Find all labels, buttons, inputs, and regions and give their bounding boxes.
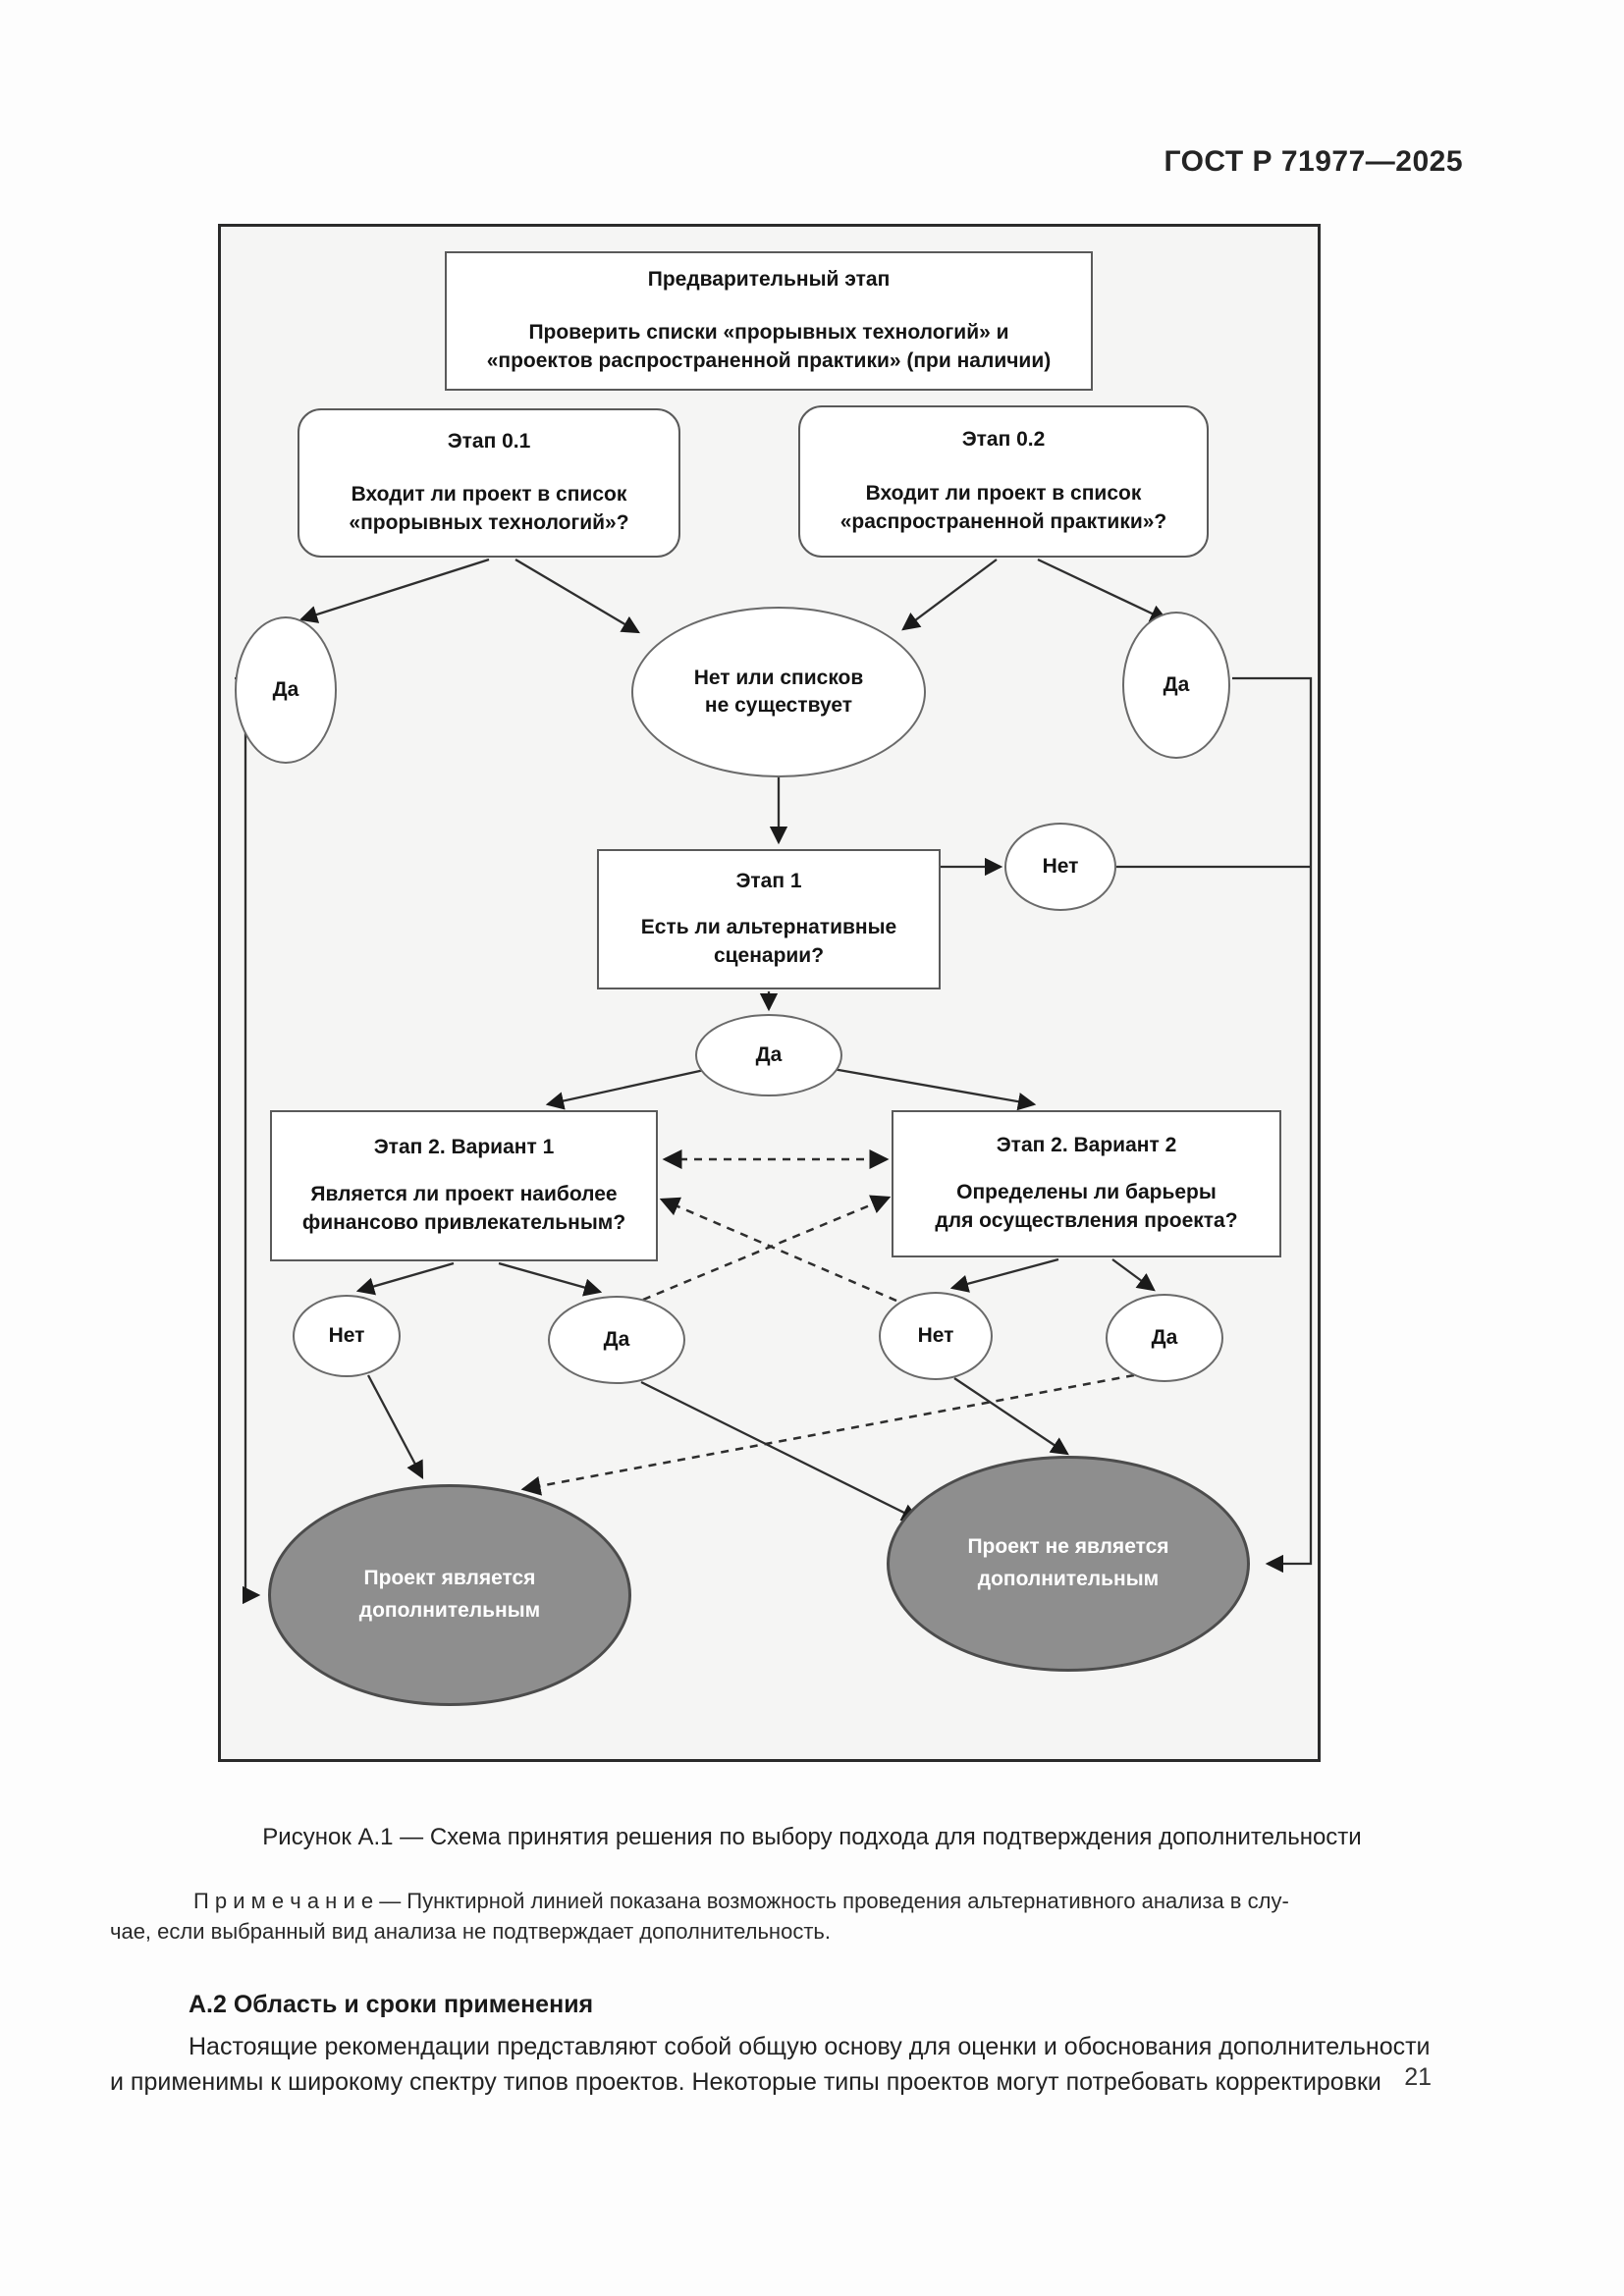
rail-yes-right-to-not-additional [1232,676,1313,1574]
dashed-arrow-v1yes-to-variant2 [642,1195,892,1302]
arrow-variant2-to-no [949,1257,1059,1293]
node-body: Входит ли проект в список «прорывных тех… [349,483,629,535]
node-stage-0-1: Этап 0.1 Входит ли проект в список «прор… [298,408,680,558]
rail-yes-left-to-additional [235,676,261,1605]
node-label: Нет или списков не существует [693,666,864,717]
node-stage-2-variant-1: Этап 2. Вариант 1 Является ли проект наи… [270,1110,658,1261]
node-title: Предварительный этап [647,267,891,291]
arrow-variant1-to-yes [498,1261,603,1297]
node-body: Есть ли альтернативные сценарии? [640,915,897,967]
arrow-v1yes-to-not-additional [640,1380,921,1522]
node-preliminary-stage: Предварительный этап Проверить списки «п… [445,251,1093,391]
dashed-arrow-v2yes-to-additional [520,1373,1135,1496]
document-header: ГОСТ Р 71977—2025 [1164,145,1463,178]
node-stage-0-2: Этап 0.2 Входит ли проект в список «расп… [798,405,1209,558]
node-stage-1: Этап 1 Есть ли альтернативные сценарии? [597,849,941,989]
node-label: Проект не является дополнительным [967,1535,1169,1590]
node-title: Этап 2. Вариант 2 [996,1133,1177,1156]
node-label: Да [755,1042,783,1066]
node-title: Этап 2. Вариант 1 [373,1135,555,1158]
node-stage1-yes: Да [695,1014,842,1096]
node-stage1-no: Нет [1004,823,1116,911]
arrow-yes-to-variant2 [821,1065,1037,1111]
node-label: Да [603,1327,630,1351]
arrow-stage02-to-no-lists [901,559,998,631]
node-no-lists: Нет или списков не существует [631,607,926,777]
node-outcome-not-additional: Проект не является дополнительным [887,1456,1250,1672]
dashed-arrow-v2no-to-variant1 [659,1197,897,1303]
flowchart-connectors [235,558,1313,1605]
node-variant1-no: Нет [293,1295,401,1377]
node-body: Входит ли проект в список «распространен… [839,481,1167,533]
flowchart-figure: Предварительный этап Проверить списки «п… [218,224,1321,1762]
node-yes-right: Да [1122,612,1230,759]
node-variant2-no: Нет [879,1292,993,1380]
node-yes-left: Да [235,616,337,764]
node-label: Нет [328,1323,365,1347]
node-label: Проект является дополнительным [358,1567,541,1622]
arrow-yes-to-variant1 [545,1065,719,1110]
section-heading: А.2 Область и сроки применения [110,1991,1516,2019]
node-stage-2-variant-2: Этап 2. Вариант 2 Определены ли барьеры … [892,1110,1281,1257]
figure-note: П р и м е ч а н и е — Пунктирной линией … [110,1889,1289,1944]
arrow-stage01-to-yes-left [298,558,490,623]
arrow-v1no-to-additional [366,1374,424,1480]
node-title: Этап 1 [735,870,802,893]
section-heading-text: А.2 Область и сроки применения [189,1991,594,2018]
node-title: Этап 0.1 [447,429,531,453]
figure-caption: Рисунок А.1 — Схема принятия решения по … [262,1824,1362,1850]
node-body: Является ли проект наиболее финансово пр… [301,1183,626,1235]
page-number: 21 [1404,2063,1432,2091]
node-label: Да [1163,672,1190,696]
arrow-stage02-to-yes-right [1037,558,1169,622]
arrow-variant2-to-yes [1111,1258,1156,1292]
body-paragraph: Настоящие рекомендации представляют собо… [110,2033,1431,2096]
node-body: Проверить списки «прорывных технологий» … [486,321,1052,373]
node-variant2-yes: Да [1106,1294,1223,1382]
arrow-stage01-to-no-lists [514,559,640,634]
node-title: Этап 0.2 [961,428,1046,452]
node-variant1-yes: Да [548,1296,685,1384]
arrow-variant1-to-no [355,1261,455,1296]
node-label: Нет [917,1323,954,1347]
arrow-v2no-to-not-additional [953,1377,1069,1456]
node-label: Да [272,677,299,701]
node-label: Нет [1042,854,1079,878]
node-label: Да [1151,1325,1178,1349]
node-outcome-additional: Проект является дополнительным [268,1484,631,1706]
node-body: Определены ли барьеры для осуществления … [935,1181,1238,1233]
